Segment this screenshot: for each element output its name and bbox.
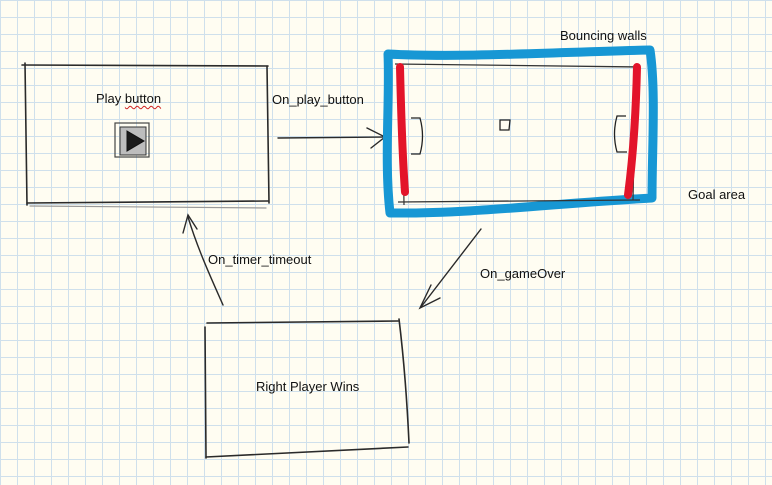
play-screen-label: Play button bbox=[96, 91, 162, 106]
on-game-over-label: On_gameOver bbox=[480, 266, 566, 281]
left-paddle bbox=[411, 117, 424, 155]
right-goal-area bbox=[624, 63, 641, 199]
game-screen bbox=[382, 45, 658, 218]
goal-area-label: Goal area bbox=[688, 187, 746, 202]
on-play-button-label: On_play_button bbox=[272, 92, 364, 107]
arrow-on-timer-timeout bbox=[182, 213, 224, 306]
play-icon bbox=[114, 122, 150, 158]
left-goal-area bbox=[396, 63, 409, 196]
on-timer-timeout-label: On_timer_timeout bbox=[208, 252, 312, 267]
bouncing-walls-label: Bouncing walls bbox=[560, 28, 647, 43]
bouncing-walls-outline bbox=[382, 45, 658, 218]
arrow-on-game-over bbox=[418, 228, 482, 310]
play-screen-box bbox=[21, 62, 270, 209]
right-player-wins-label: Right Player Wins bbox=[256, 379, 360, 394]
arrow-on-play-button bbox=[277, 127, 387, 149]
right-paddle bbox=[613, 115, 627, 153]
ball bbox=[499, 119, 511, 131]
win-screen-box bbox=[204, 318, 410, 459]
